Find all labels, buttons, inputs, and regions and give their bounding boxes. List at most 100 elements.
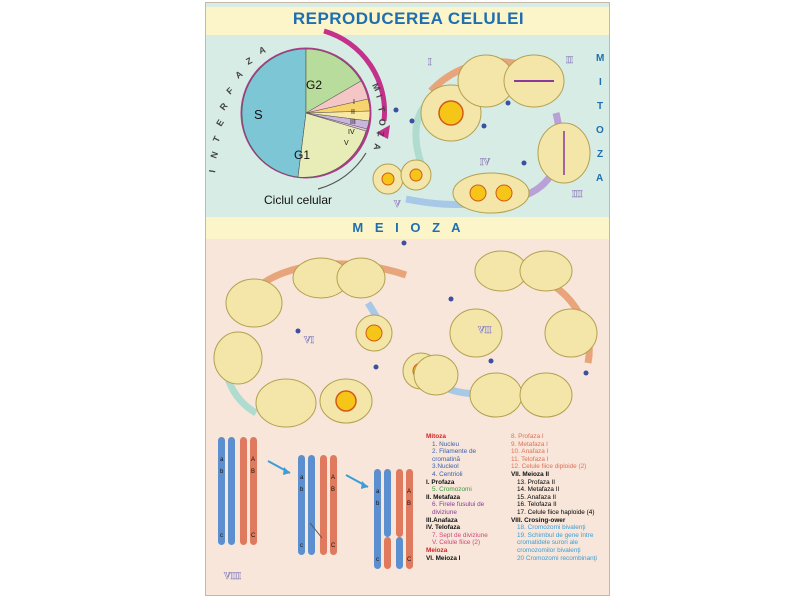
stage-numeral: V — [394, 199, 401, 209]
page-title: REPRODUCEREA CELULEI — [292, 9, 525, 28]
label-g1: G1 — [294, 148, 310, 162]
legend-item: 5. Cromozomi — [432, 486, 472, 494]
cell-metaphase-i — [225, 278, 283, 328]
cell-telophase — [452, 172, 530, 214]
legend-heading: I. Profaza — [426, 478, 455, 486]
legend-item: 7. Sept de diviziune — [432, 531, 488, 539]
chromosome-red — [330, 455, 337, 555]
label-dot — [401, 240, 407, 246]
gene-label: C — [407, 557, 412, 563]
gene-label: a — [300, 475, 304, 481]
nucleus — [495, 184, 513, 202]
interphase-letter: N — [208, 150, 220, 160]
interphase-letter: I — [207, 169, 217, 173]
chromosome-blue — [374, 469, 381, 569]
chromosome-blue — [298, 455, 305, 555]
stage-numeral: III — [572, 189, 583, 199]
stage-numeral: II — [566, 55, 574, 65]
stage-numeral: IV — [480, 157, 491, 167]
phase-iii: III — [350, 119, 356, 126]
label-dot — [583, 370, 589, 376]
legend-item: 18. Cromozomi bivalenţi — [517, 524, 586, 532]
nucleus — [469, 184, 487, 202]
legend-item: 4. Centrioli — [432, 470, 463, 478]
gene-label: A — [251, 457, 255, 463]
mitoza-side-letter: I — [599, 77, 602, 88]
mitoza-side-letter: M — [596, 53, 604, 64]
chromosome-red — [396, 469, 403, 537]
interphase-letter: R — [218, 101, 230, 113]
legend-item: 11. Telofaza I — [511, 455, 549, 463]
legend-item: 9. Metafaza I — [511, 440, 548, 448]
legend-item: 12. Celule fiice diploide (2) — [511, 463, 587, 471]
legend-item: diviziune — [432, 508, 457, 516]
phase-v: V — [344, 140, 349, 147]
mitoza-side-letter: A — [596, 173, 603, 184]
legend-item: cromatină — [432, 455, 461, 463]
nucleus — [381, 172, 395, 186]
legend-item: 3.Nucleol — [432, 463, 459, 471]
chromosome-red — [406, 469, 413, 569]
stage-numeral: VII — [478, 325, 492, 335]
cell-prophase-ii — [519, 372, 573, 418]
mitosis-letter: Z — [376, 131, 386, 138]
phase-i: I — [353, 99, 355, 106]
legend-item: 10. Anafaza I — [511, 448, 549, 456]
sector-s — [241, 48, 307, 178]
mitosis-letter: T — [376, 105, 387, 113]
legend-heading: VI. Meioza I — [426, 554, 461, 562]
mitoza-side-letter: Z — [597, 149, 603, 160]
gene-label: b — [220, 469, 224, 475]
mitosis-arc-head — [376, 125, 390, 139]
legend-left: Mitoza 1. Nucleu 2. Filamente de cromati… — [426, 433, 488, 562]
legend-item: 1. Nucleu — [432, 440, 459, 448]
label-dot — [481, 123, 487, 129]
legend-item: 14. Metafaza II — [517, 486, 560, 494]
chromosome-blue — [228, 437, 235, 545]
label-dot — [488, 358, 494, 364]
chromosome-red — [240, 437, 247, 545]
legend-item: 16. Telofaza II — [517, 501, 557, 509]
chromosome-blue — [308, 455, 315, 555]
label-dot — [505, 100, 511, 106]
cell-telophase-i — [336, 257, 386, 299]
sector-daughter — [305, 112, 368, 132]
gene-label: B — [331, 487, 335, 493]
legend-heading: IV. Telofaza — [426, 524, 461, 532]
legend-heading: Mitoza — [426, 433, 446, 440]
mitoza-side-letter: O — [596, 125, 604, 136]
mitosis-arc — [323, 28, 387, 122]
mitosis-loop: I II III IV V M I T O Z A — [372, 53, 604, 214]
nucleus — [438, 100, 464, 126]
interphase-letter: Z — [244, 55, 254, 67]
phase-iv: IV — [348, 129, 355, 136]
legend-heading: Meioza — [426, 546, 448, 554]
stage-numeral: I — [428, 57, 432, 67]
cell-telophase-ii — [519, 250, 573, 292]
legend-item: 6. Firele fusului de — [432, 501, 485, 509]
nucleus — [365, 324, 383, 342]
nucleus — [409, 168, 423, 182]
stage-numeral: VIII — [224, 571, 242, 581]
arrow-head — [361, 481, 368, 489]
meioza-band — [206, 217, 609, 239]
legend-heading: VII. Meioza II — [511, 470, 549, 478]
gene-label: c — [300, 543, 303, 549]
label-dot — [521, 160, 527, 166]
stage-numeral: VI — [304, 335, 314, 345]
crossing-over: a b c A B C a b c A B C — [218, 437, 413, 569]
gene-label: b — [300, 487, 304, 493]
interphase-arc — [317, 152, 367, 190]
nucleus — [335, 390, 357, 412]
chromosome-red — [320, 455, 327, 555]
gene-label: B — [251, 469, 255, 475]
chromosome-blue — [384, 469, 391, 537]
gene-label: a — [220, 457, 224, 463]
legend-heading: III.Anafaza — [426, 516, 458, 524]
interphase-letter: A — [258, 44, 268, 56]
legend-heading: II. Metafaza — [426, 493, 461, 501]
interphase-letter: A — [233, 68, 245, 80]
gene-label: B — [407, 501, 411, 507]
interphase-letter: T — [211, 134, 223, 144]
cell-telophase-ii — [474, 250, 528, 292]
